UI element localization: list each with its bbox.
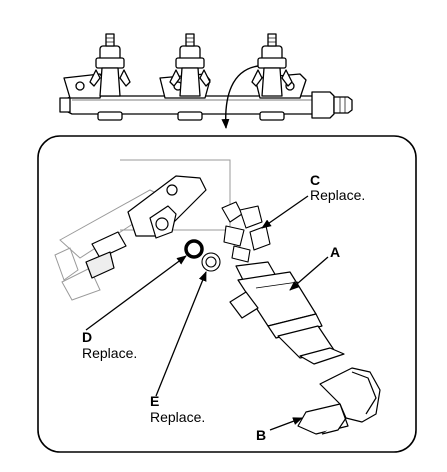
rail-bracket [85, 175, 207, 279]
leader-e [155, 271, 207, 397]
o-ring-d [184, 239, 204, 259]
seal-ring-e [201, 252, 221, 272]
callout-b-letter: B [256, 427, 266, 443]
injector-2 [169, 33, 211, 121]
fuel-rail-assembly [59, 33, 353, 121]
callout-c-letter: C [310, 172, 320, 188]
injector-1 [89, 33, 131, 121]
callout-e-note: Replace. [150, 409, 205, 425]
detail-pointer-arrow [221, 65, 259, 129]
callout-c-note: Replace. [310, 187, 365, 203]
callout-leaders [85, 195, 329, 431]
leader-a [289, 256, 329, 291]
leader-d [85, 255, 187, 331]
leader-b [269, 417, 303, 431]
injector-a [229, 261, 345, 365]
callout-e-letter: E [150, 393, 159, 409]
leader-c [261, 195, 309, 229]
clip-c [221, 201, 271, 263]
callout-a-letter: A [330, 244, 340, 260]
callout-d-letter: D [82, 329, 92, 345]
callout-d-note: Replace. [82, 345, 137, 361]
retaining-clip-b [297, 367, 381, 435]
injector-3 [251, 33, 293, 121]
